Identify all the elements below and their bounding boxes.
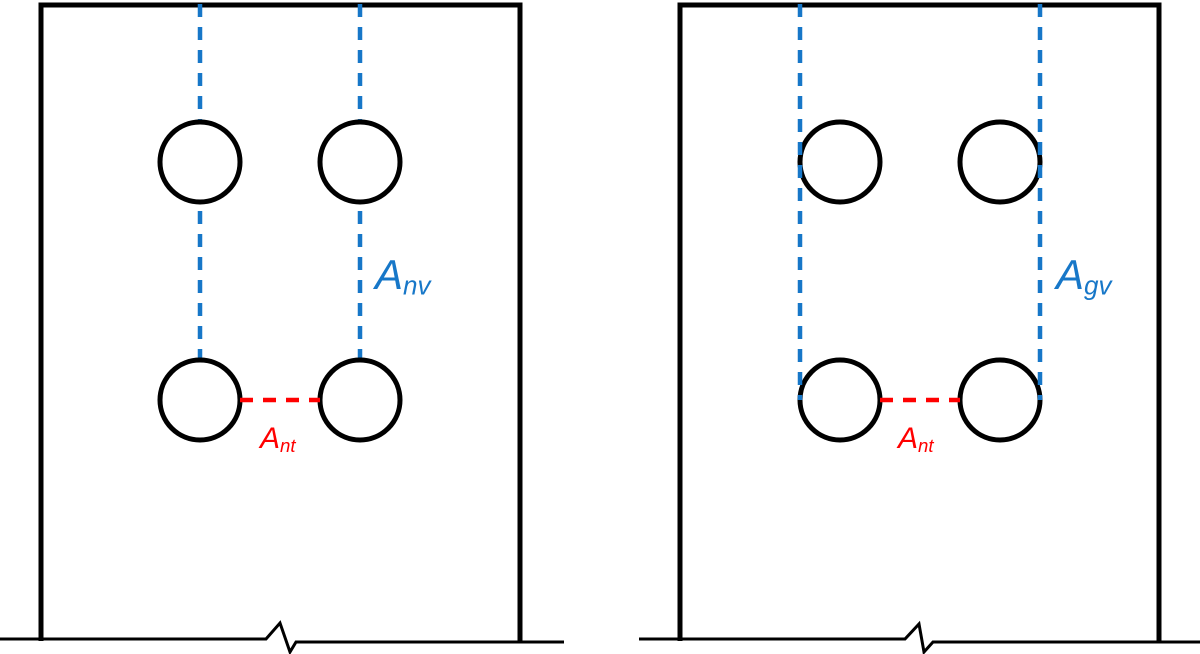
label-subscript: nt (280, 435, 296, 457)
net-tension-area-label-right: Ant (898, 422, 934, 457)
bolt-hole-top-right (957, 119, 1043, 205)
label-base: A (375, 251, 404, 298)
bolt-hole-top-right (317, 119, 403, 205)
bolt-hole-top-left (797, 119, 883, 205)
label-subscript: nt (918, 435, 934, 457)
bolt-hole-bottom-right (317, 357, 403, 443)
break-line-left-plate (0, 620, 564, 654)
bolt-hole-bottom-right (957, 357, 1043, 443)
bolt-hole-top-left (157, 119, 243, 205)
label-base: A (1056, 251, 1085, 298)
right-plate-figure (639, 2, 1200, 654)
left-plate-figure (0, 2, 564, 654)
gross-shear-area-label: Agv (1056, 251, 1112, 301)
bolt-hole-bottom-left (157, 357, 243, 443)
label-base: A (898, 422, 919, 455)
label-base: A (260, 422, 281, 455)
net-shear-area-label: Anv (375, 251, 431, 301)
net-tension-area-label-left: Ant (260, 422, 296, 457)
bolt-hole-bottom-left (797, 357, 883, 443)
break-line-right-plate (639, 620, 1200, 654)
right-plate-outline (677, 2, 1162, 641)
left-plate-outline (38, 2, 523, 641)
label-subscript: gv (1084, 270, 1112, 301)
label-subscript: nv (403, 270, 431, 301)
